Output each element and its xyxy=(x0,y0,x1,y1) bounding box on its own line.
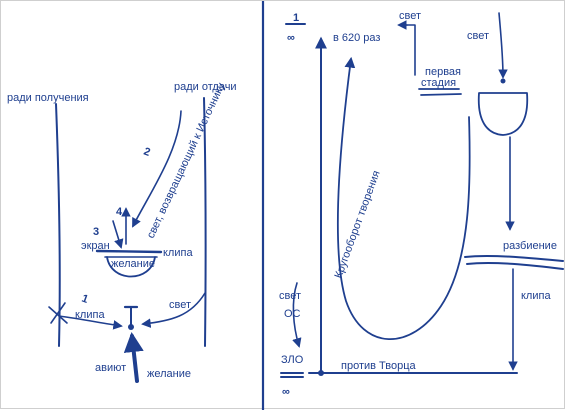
light-arrow xyxy=(141,292,206,328)
label-svet-vozvr: свет, возвращающий к Источнику xyxy=(145,81,228,241)
label-num-4: 4 xyxy=(116,206,123,218)
label-protiv-tvortsa: против Творца xyxy=(341,360,417,372)
label-svet-os-2: ОС xyxy=(284,308,301,320)
label-klipa-right: клипа xyxy=(521,290,551,302)
center-point xyxy=(128,324,134,330)
label-aviut: авиют xyxy=(95,362,126,374)
cycle-loop xyxy=(336,56,471,340)
desire-arrow xyxy=(123,332,144,383)
label-zlo: ЗЛО xyxy=(281,354,304,366)
breaking-line-1 xyxy=(464,254,564,262)
label-frac-num: 1 xyxy=(293,12,299,24)
label-radi-otdachi: ради отдачи xyxy=(174,81,237,93)
cross-a xyxy=(48,306,68,324)
screen-line xyxy=(95,249,163,254)
label-zhelanie-bowl: желание xyxy=(111,258,155,270)
svet-hook-line xyxy=(406,24,416,76)
desire-bowl xyxy=(106,256,156,278)
label-num-2: 2 xyxy=(142,146,152,159)
cross-b xyxy=(50,302,66,324)
breaking-line-2 xyxy=(466,261,564,270)
label-klipa-low: клипа xyxy=(75,309,105,321)
arrow-3 xyxy=(112,220,124,249)
label-radi-polucheniya: ради получения xyxy=(7,92,89,104)
bottom-point xyxy=(318,370,324,376)
stage-line-2 xyxy=(420,93,462,96)
label-ekran: экран xyxy=(81,240,110,252)
label-svet-os-1: свет xyxy=(279,290,301,302)
label-pervaya-2: стадия xyxy=(421,77,456,89)
svet-right-arrow xyxy=(498,12,508,79)
label-v620: в 620 раз xyxy=(333,32,380,44)
label-num-1: 1 xyxy=(80,293,90,306)
label-frac-den: ∞ xyxy=(287,32,295,44)
klipa-arrow xyxy=(58,315,123,330)
svet-os-arrow xyxy=(292,282,302,348)
returning-light-arrow xyxy=(132,110,182,228)
giving-line xyxy=(203,97,207,347)
receiving-line xyxy=(55,103,61,347)
vessel xyxy=(477,92,529,136)
label-klipa-top: клипа xyxy=(163,247,193,259)
label-krugooborot: Кругооборот творения xyxy=(333,169,383,280)
label-svet-top: свет xyxy=(399,10,421,22)
label-svet-right: свет xyxy=(467,30,489,42)
label-num-3: 3 xyxy=(93,226,99,238)
label-pervaya-1: первая xyxy=(425,66,461,78)
label-zhelanie: желание xyxy=(147,368,191,380)
vessel-entry-point xyxy=(500,78,506,84)
label-razbienie: разбиение xyxy=(503,240,557,252)
label-svet: свет xyxy=(169,299,191,311)
label-zlo-frac: ∞ xyxy=(282,386,290,398)
